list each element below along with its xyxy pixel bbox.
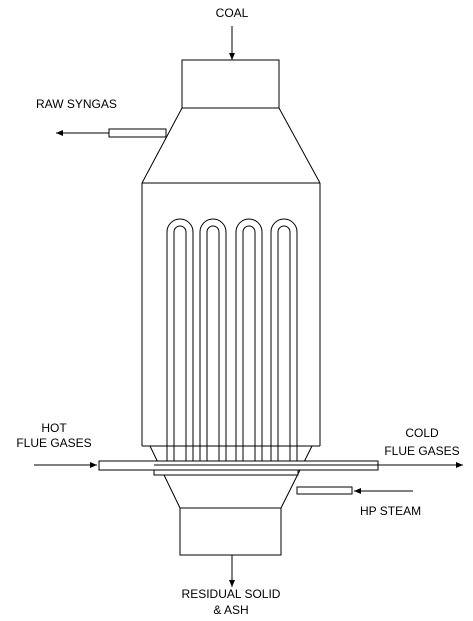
heat-exchanger-coils (166, 218, 298, 461)
hot-label-line2: FLUE GASES (16, 436, 91, 450)
hot-label-line1: HOT (41, 421, 67, 435)
coal-label: COAL (216, 6, 249, 20)
residue-label-line2: & ASH (213, 603, 248, 617)
raw-syngas-pipe (108, 128, 167, 138)
lower-cone (149, 445, 313, 509)
cold-label-line2: FLUE GASES (384, 444, 459, 458)
residue-label-line1: RESIDUAL SOLID (182, 587, 281, 601)
vessel-body (141, 182, 321, 447)
coil-4 (270, 218, 298, 461)
coil-2 (199, 218, 227, 461)
header-stub (153, 469, 299, 476)
hp-steam-label: HP STEAM (360, 504, 421, 518)
coil-1 (166, 218, 194, 461)
coal-feed-hopper (181, 59, 280, 109)
coil-3 (235, 218, 263, 461)
raw-syngas-label: RAW SYNGAS (36, 97, 117, 111)
upper-cone (141, 107, 321, 184)
hp-steam-pipe (296, 486, 353, 495)
ash-hopper (179, 507, 282, 556)
cold-label-line1: COLD (405, 426, 439, 440)
